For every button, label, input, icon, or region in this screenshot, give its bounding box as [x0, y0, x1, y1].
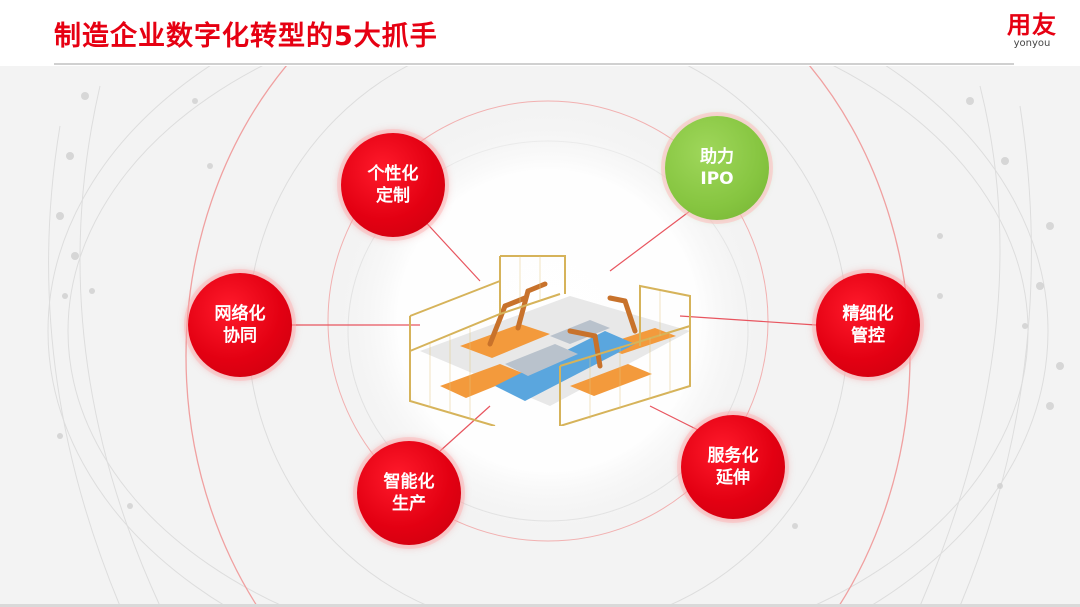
node-line1: 智能化	[383, 472, 435, 492]
node-line1: 精细化	[842, 304, 894, 324]
node-line2: 生产	[392, 494, 426, 514]
header-divider	[54, 63, 1014, 65]
node-line2: IPO	[700, 169, 734, 189]
node-line2: 延伸	[716, 468, 750, 488]
node-intelligent-production: 智能化 生产	[357, 441, 461, 545]
logo-cn-text: 用友	[1007, 11, 1057, 39]
node-service-extension: 服务化 延伸	[681, 415, 785, 519]
node-line2: 定制	[376, 186, 410, 206]
logo-en-text: yonyou	[1013, 38, 1051, 49]
node-ipo-support: 助力 IPO	[665, 116, 769, 220]
smart-factory-image	[409, 255, 691, 426]
node-line2: 管控	[851, 326, 885, 346]
bottom-border	[0, 604, 1080, 607]
node-personalized-customization: 个性化 定制	[341, 133, 445, 237]
node-line1: 网络化	[214, 304, 266, 324]
node-line1: 个性化	[367, 164, 419, 184]
diagram-stage: 个性化 定制 助力 IPO 网络化 协同 精细化 管控 智能化 生产 服务化 延…	[0, 66, 1080, 607]
node-line1: 服务化	[707, 446, 759, 466]
node-line2: 协同	[223, 326, 257, 346]
slide-title: 制造企业数字化转型的5大抓手	[54, 21, 438, 52]
node-line1: 助力	[700, 147, 734, 167]
node-refined-control: 精细化 管控	[816, 273, 920, 377]
slide-header: 制造企业数字化转型的5大抓手 用友 yonyou	[0, 0, 1080, 65]
yonyou-logo: 用友 yonyou	[1000, 12, 1064, 50]
node-networked-collaboration: 网络化 协同	[188, 273, 292, 377]
